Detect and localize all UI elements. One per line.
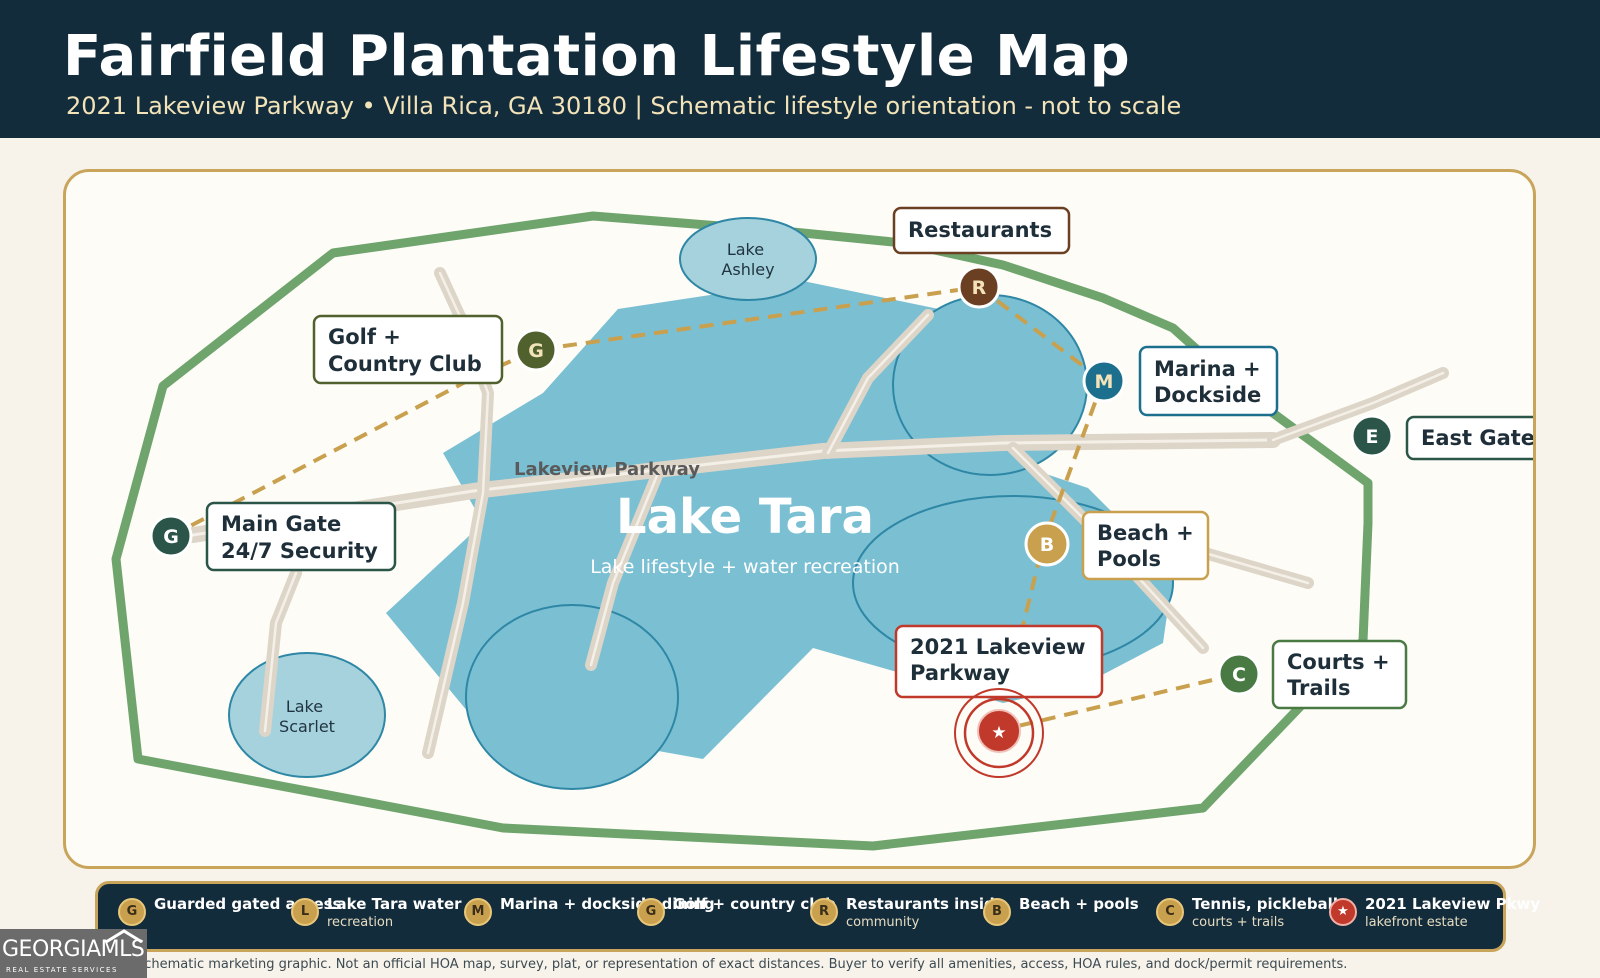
marker-golf-letter: G <box>528 340 544 362</box>
callout-marina-line: Marina + <box>1154 357 1261 381</box>
marker-golf[interactable]: G <box>514 328 558 372</box>
callout-golf-line: Golf + <box>328 325 401 349</box>
legend-title: Lake Tara water <box>327 895 462 913</box>
marker-beach[interactable]: B <box>1024 521 1070 567</box>
legend-sub: recreation <box>327 915 394 930</box>
callout-golf-line: Country Club <box>328 352 482 376</box>
star-icon: ★ <box>991 723 1006 743</box>
callout-restaurants[interactable]: Restaurants <box>892 206 1071 255</box>
disclaimer-text: Schematic marketing graphic. Not an offi… <box>136 957 1348 972</box>
marker-east-gate-letter: E <box>1366 426 1379 448</box>
lake-scarlet-label-line: Lake <box>286 697 323 716</box>
svg-text:Beach + Pools: Beach + Pools <box>1097 521 1201 571</box>
marker-restaurants[interactable]: R <box>957 265 1001 309</box>
legend-star-icon: ★ <box>1329 898 1357 926</box>
callout-main-gate-line: 24/7 Security <box>221 539 378 563</box>
marker-marina[interactable]: M <box>1082 359 1126 403</box>
house-roof-icon <box>105 929 143 943</box>
legend-marker: M <box>464 898 492 926</box>
callout-east-gate[interactable]: East Gate <box>1405 415 1536 461</box>
lake-ashley-label-line: Ashley <box>721 260 774 279</box>
svg-text:2021 Lakeview Parkway: 2021 Lakeview Parkway <box>910 635 1093 685</box>
legend-title: Beach + pools <box>1019 895 1139 913</box>
marker-main-gate[interactable]: G <box>149 514 193 558</box>
callout-property-line: 2021 Lakeview <box>910 635 1086 659</box>
legend-title: Restaurants inside <box>846 895 1005 913</box>
callout-east-gate-label: East Gate <box>1421 426 1535 450</box>
callout-courts-line: Courts + <box>1287 650 1390 674</box>
lifestyle-map: Lake Tara Lake lifestyle + water recreat… <box>111 206 1536 851</box>
svg-text:Restaurants: Restaurants <box>908 218 1052 242</box>
svg-text:East Gate: East Gate <box>1421 426 1535 450</box>
georgiamls-logo: GEORGIAMLS REAL ESTATE SERVICES <box>0 929 147 978</box>
legend-title: Tennis, pickleball <box>1192 895 1338 913</box>
legend-title: 2021 Lakeview Pkwy <box>1365 895 1541 913</box>
legend-sub: community <box>846 915 920 930</box>
page-subtitle: 2021 Lakeview Parkway • Villa Rica, GA 3… <box>66 92 1182 120</box>
callout-marina[interactable]: Marina + Dockside <box>1138 345 1279 417</box>
legend-sub: courts + trails <box>1192 915 1285 930</box>
legend-marker: G <box>637 898 665 926</box>
callout-golf[interactable]: Golf + Country Club <box>312 314 504 385</box>
legend-marker: R <box>810 898 838 926</box>
page-title: Fairfield Plantation Lifestyle Map <box>63 24 1131 89</box>
road-label-lakeview-parkway: Lakeview Parkway <box>514 459 700 480</box>
map-frame: Lake Tara Lake lifestyle + water recreat… <box>63 169 1536 869</box>
header-banner: Fairfield Plantation Lifestyle Map 2021 … <box>0 0 1600 138</box>
community-boundary <box>111 211 1373 851</box>
lake-ashley <box>679 217 817 301</box>
marker-courts[interactable]: C <box>1217 652 1261 696</box>
logo-tagline: REAL ESTATE SERVICES <box>6 966 118 974</box>
marker-east-gate[interactable]: E <box>1350 414 1394 458</box>
marker-beach-letter: B <box>1040 534 1054 556</box>
lake-tara-southwest-cove <box>465 604 679 790</box>
lake-ashley-label: Lake Ashley <box>721 240 774 279</box>
legend-sub: lakefront estate <box>1365 915 1468 930</box>
marker-courts-letter: C <box>1232 664 1246 686</box>
callout-courts-line: Trails <box>1287 676 1350 700</box>
marker-property[interactable]: ★ <box>954 688 1044 778</box>
svg-text:Golf + Country Club: Golf + Country Club <box>328 325 482 376</box>
callout-marina-line: Dockside <box>1154 383 1261 407</box>
svg-text:Marina + Dockside: Marina + Dockside <box>1154 357 1268 407</box>
lake-ashley-label-line: Lake <box>727 240 764 259</box>
legend-title: Golf + country club <box>673 895 836 913</box>
lake-scarlet-label: Lake Scarlet <box>279 697 335 736</box>
lake-tara-sublabel: Lake lifestyle + water recreation <box>590 556 900 578</box>
legend-marker: L <box>291 898 319 926</box>
callout-property[interactable]: 2021 Lakeview Parkway <box>894 624 1104 699</box>
callout-restaurants-label: Restaurants <box>908 218 1052 242</box>
legend-marker: C <box>1156 898 1184 926</box>
callout-beach-line: Beach + <box>1097 521 1194 545</box>
callout-beach[interactable]: Beach + Pools <box>1081 510 1210 581</box>
callout-beach-line: Pools <box>1097 547 1161 571</box>
callout-courts[interactable]: Courts + Trails <box>1271 639 1408 710</box>
legend-marker: G <box>118 898 146 926</box>
logo-wordmark: GEORGIAMLS <box>2 937 145 962</box>
svg-text:Courts + Trails: Courts + Trails <box>1287 650 1397 700</box>
svg-text:Main Gate 24/7 Securit: Main Gate 24/7 Security <box>221 512 378 563</box>
lake-scarlet-label-line: Scarlet <box>279 717 335 736</box>
callout-main-gate-line: Main Gate <box>221 512 341 536</box>
callout-property-line: Parkway <box>910 661 1010 685</box>
marker-marina-letter: M <box>1095 371 1114 393</box>
legend-marker: B <box>983 898 1011 926</box>
map-legend: G Guarded gated access L Lake Tara water… <box>95 881 1540 952</box>
marker-restaurants-letter: R <box>972 277 987 299</box>
marker-main-gate-letter: G <box>163 526 179 548</box>
lake-tara-label: Lake Tara <box>616 489 874 545</box>
callout-main-gate[interactable]: Main Gate 24/7 Security <box>205 501 397 572</box>
